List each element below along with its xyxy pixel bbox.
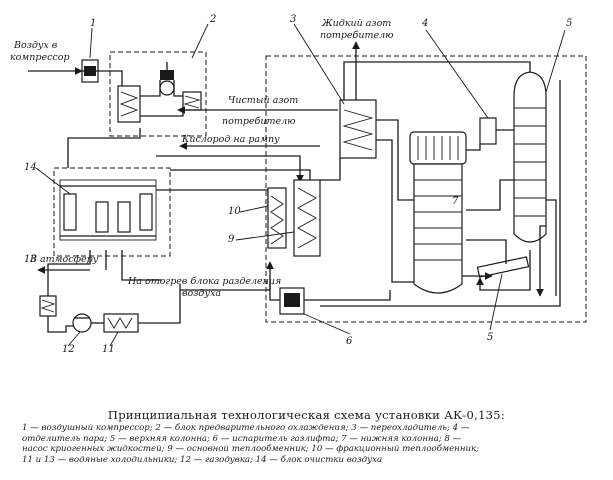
from-separation-label-line1: На отогрев блока разделения <box>127 276 281 287</box>
air-to-compressor-label-line2: компрессор <box>10 52 70 63</box>
water-cooler-13 <box>39 295 57 317</box>
item-number-10: 10 <box>228 206 241 217</box>
caption-title: Принципиальная технологическая схема уст… <box>107 408 506 422</box>
item-number-3: 3 <box>290 14 296 25</box>
air-compressor <box>81 59 99 83</box>
separation-block-boundary <box>265 55 587 323</box>
gas-blower <box>72 313 92 333</box>
process-scheme-diagram: Воздух в компрессор Жидкий азот потребит… <box>10 14 587 355</box>
pure-nitrogen-label-line2: потребителю <box>222 116 296 127</box>
liquid-nitrogen-label-line1: Жидкий азот <box>321 18 391 29</box>
fractional-heat-exchanger <box>267 187 287 249</box>
item-number-7: 7 <box>452 196 459 207</box>
item-number-1: 1 <box>90 18 96 29</box>
legend-line: отделитель пара; 5 — верхняя колонна; 6 … <box>22 433 462 444</box>
caption-legend: 1 — воздушный компрессор; 2 — блок предв… <box>22 423 597 465</box>
main-heat-exchanger <box>293 179 321 257</box>
legend-line: насос криогенных жидкостей; 9 — основной… <box>22 444 480 455</box>
pure-nitrogen-label-line1: Чистый азот <box>228 95 298 106</box>
legend-line: 11 и 13 — водяные холодильники; 12 — газ… <box>22 454 383 465</box>
item-number-6: 6 <box>346 336 353 347</box>
vapour-separator <box>479 117 497 145</box>
legend-line: 1 — воздушный компрессор; 2 — блок предв… <box>22 423 470 433</box>
liquid-nitrogen-label-line2: потребителю <box>320 30 394 41</box>
item-number-9: 9 <box>228 234 235 245</box>
item-number-11: 11 <box>102 344 115 355</box>
purification-block-boundary <box>53 167 171 257</box>
oxygen-to-ramp-label: Кислород на рампу <box>181 134 280 145</box>
gas-lift-evaporator <box>476 256 530 278</box>
to-atmosphere-label: В атмосферу <box>29 254 99 265</box>
item-number-5-lower: 5 <box>487 332 493 343</box>
subcooler <box>339 99 377 159</box>
precooling-block-boundary <box>109 51 207 137</box>
cryogenic-pump <box>279 287 305 315</box>
item-number-4: 4 <box>421 18 428 29</box>
item-number-12: 12 <box>62 344 75 355</box>
item-number-5-upper: 5 <box>566 18 572 29</box>
water-cooler-11 <box>103 313 139 333</box>
precooling-heat-exchanger <box>117 62 202 123</box>
item-number-2: 2 <box>209 14 216 25</box>
upper-column <box>513 71 547 243</box>
item-number-14: 14 <box>24 162 37 173</box>
lower-column <box>409 131 467 294</box>
air-to-compressor-label-line1: Воздух в <box>13 40 58 51</box>
adsorber-vessels <box>59 179 157 241</box>
item-number-13: 13 <box>24 254 37 265</box>
from-separation-label-line2: воздуха <box>182 288 221 299</box>
